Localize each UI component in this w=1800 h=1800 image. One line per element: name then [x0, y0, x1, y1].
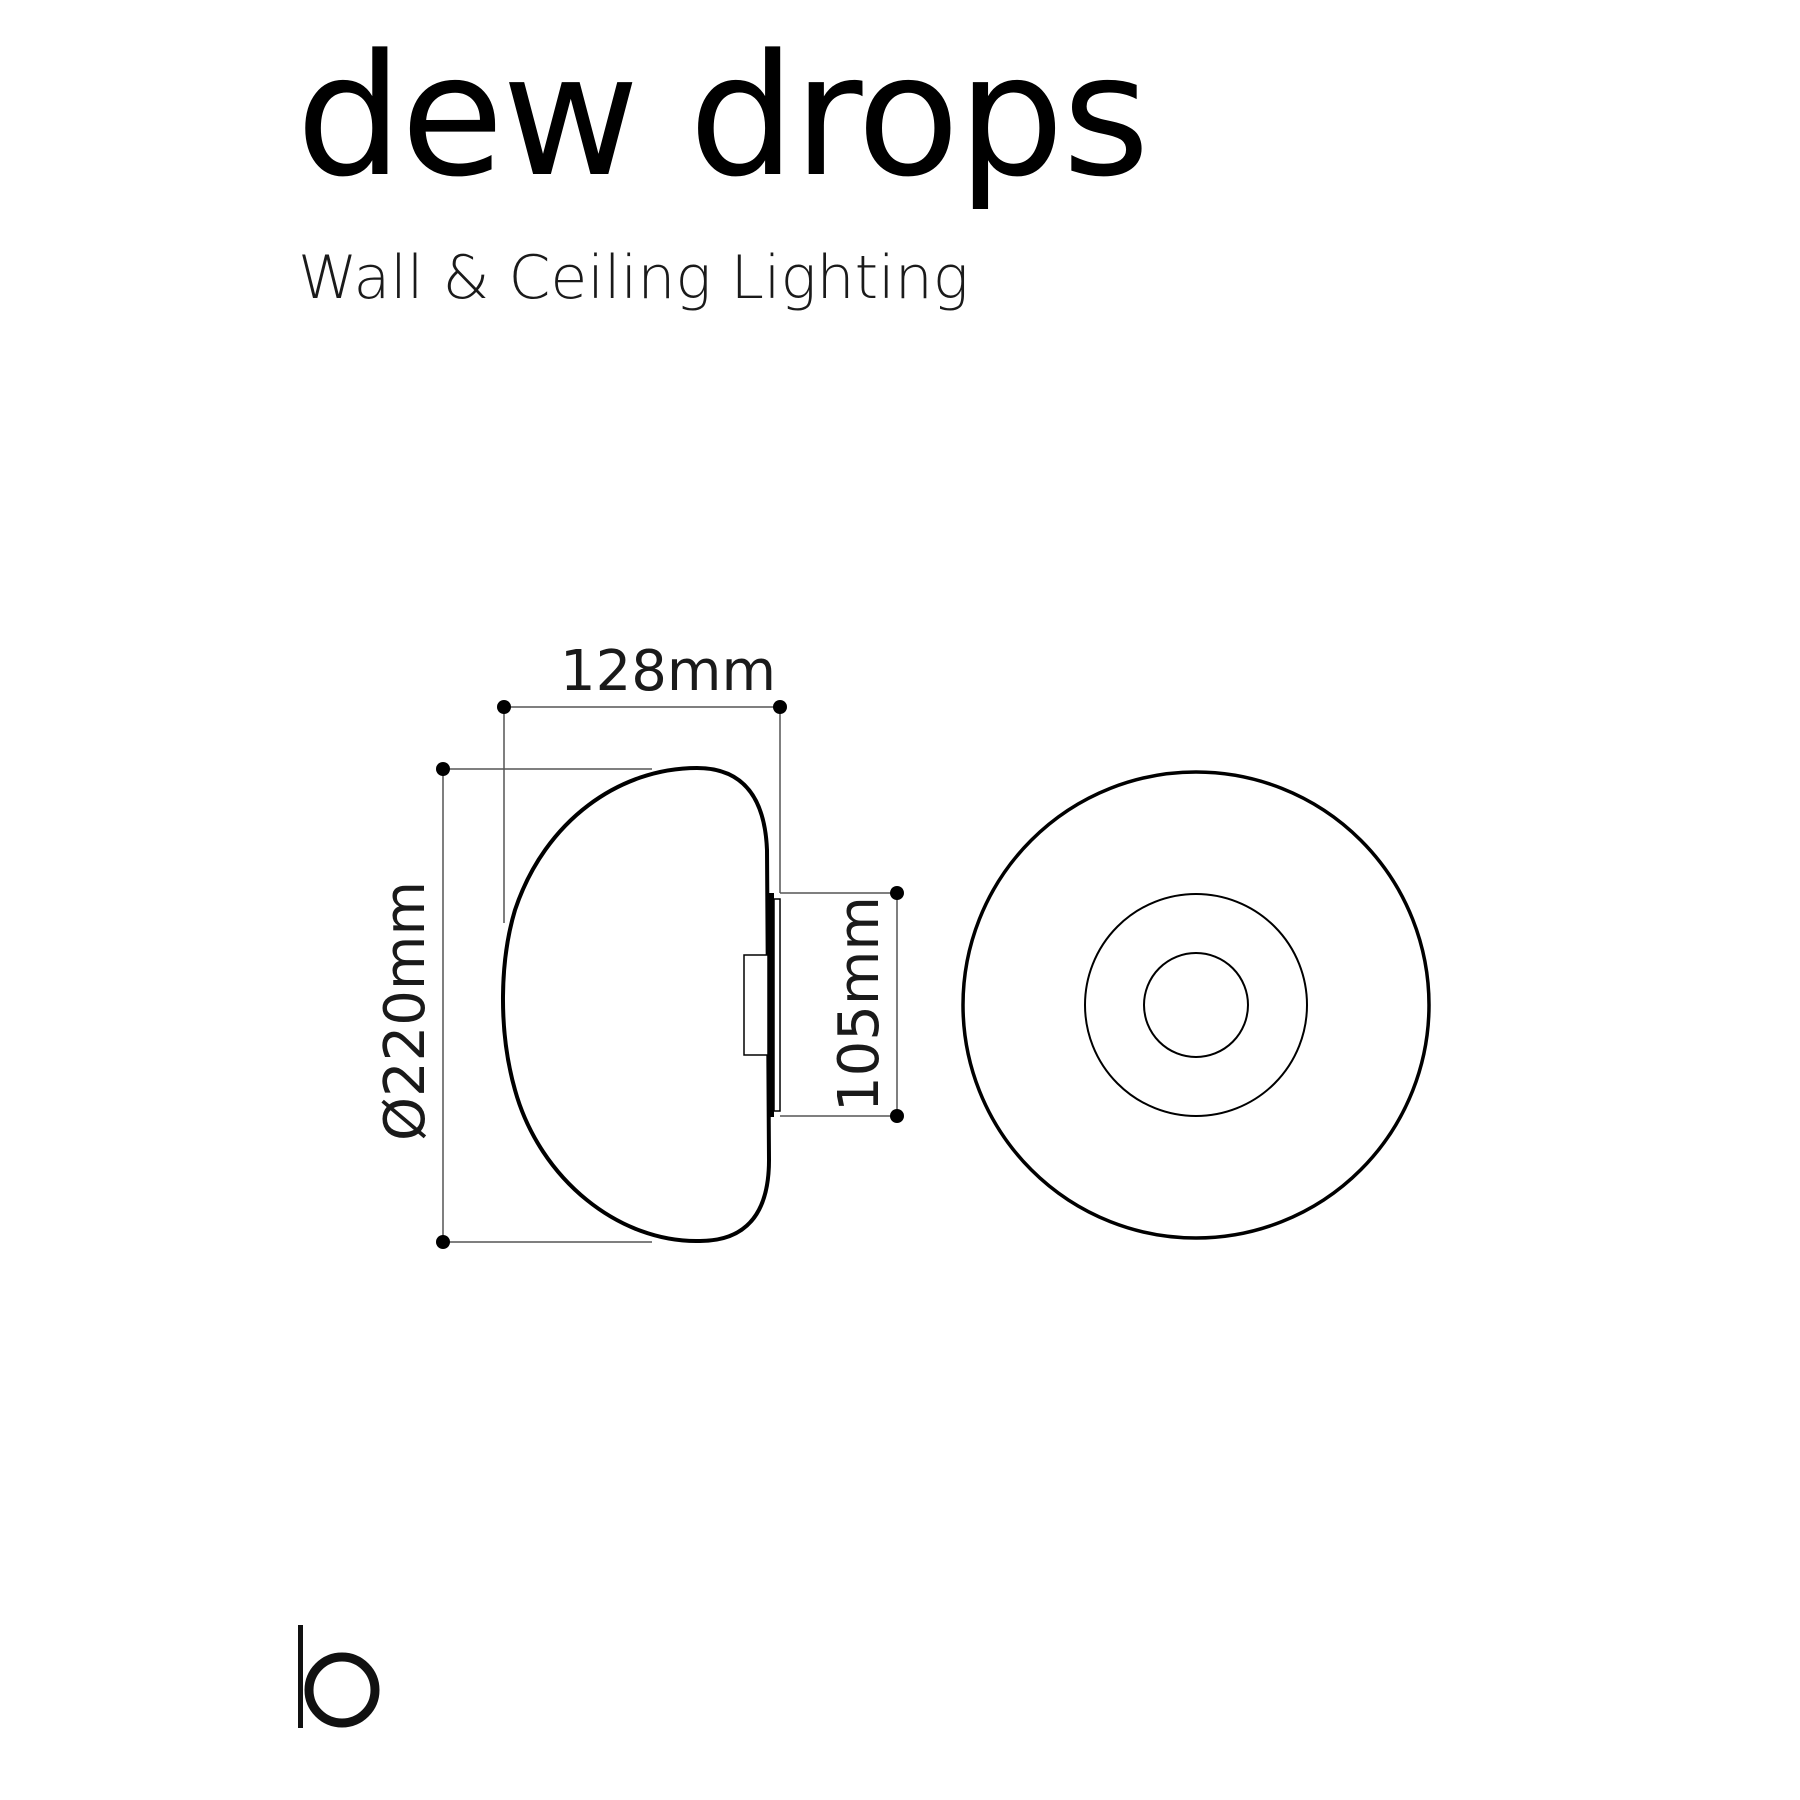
- outer-shade-circle: [961, 770, 1431, 1240]
- driver-box: [743, 954, 769, 1056]
- backplate-label: 105mm: [827, 896, 892, 1112]
- canopy-circle: [1084, 893, 1308, 1117]
- inner-circle: [1143, 952, 1249, 1058]
- dimension-dot: [773, 700, 787, 714]
- canopy-outline: [773, 898, 781, 1112]
- brand-logo-icon: [298, 1625, 380, 1728]
- product-category: Wall & Ceiling Lighting: [298, 243, 969, 313]
- depth-label: 128mm: [560, 639, 776, 704]
- product-title: dew drops: [296, 18, 1150, 214]
- diameter-label: Ø220mm: [373, 881, 438, 1141]
- dimension-dot: [497, 700, 511, 714]
- depth-dimension: 128mm: [497, 639, 787, 923]
- dimension-dot: [890, 886, 904, 900]
- mounting-plate: [769, 893, 774, 1117]
- front-view: [961, 770, 1431, 1240]
- side-view: 128mm Ø220mm 105mm: [373, 639, 904, 1249]
- shade-outline: [501, 765, 772, 1244]
- diameter-dimension: Ø220mm: [373, 762, 652, 1249]
- dimension-dot: [436, 1235, 450, 1249]
- dimension-dot: [890, 1109, 904, 1123]
- backplate-dimension: 105mm: [780, 886, 904, 1123]
- dimension-dot: [436, 762, 450, 776]
